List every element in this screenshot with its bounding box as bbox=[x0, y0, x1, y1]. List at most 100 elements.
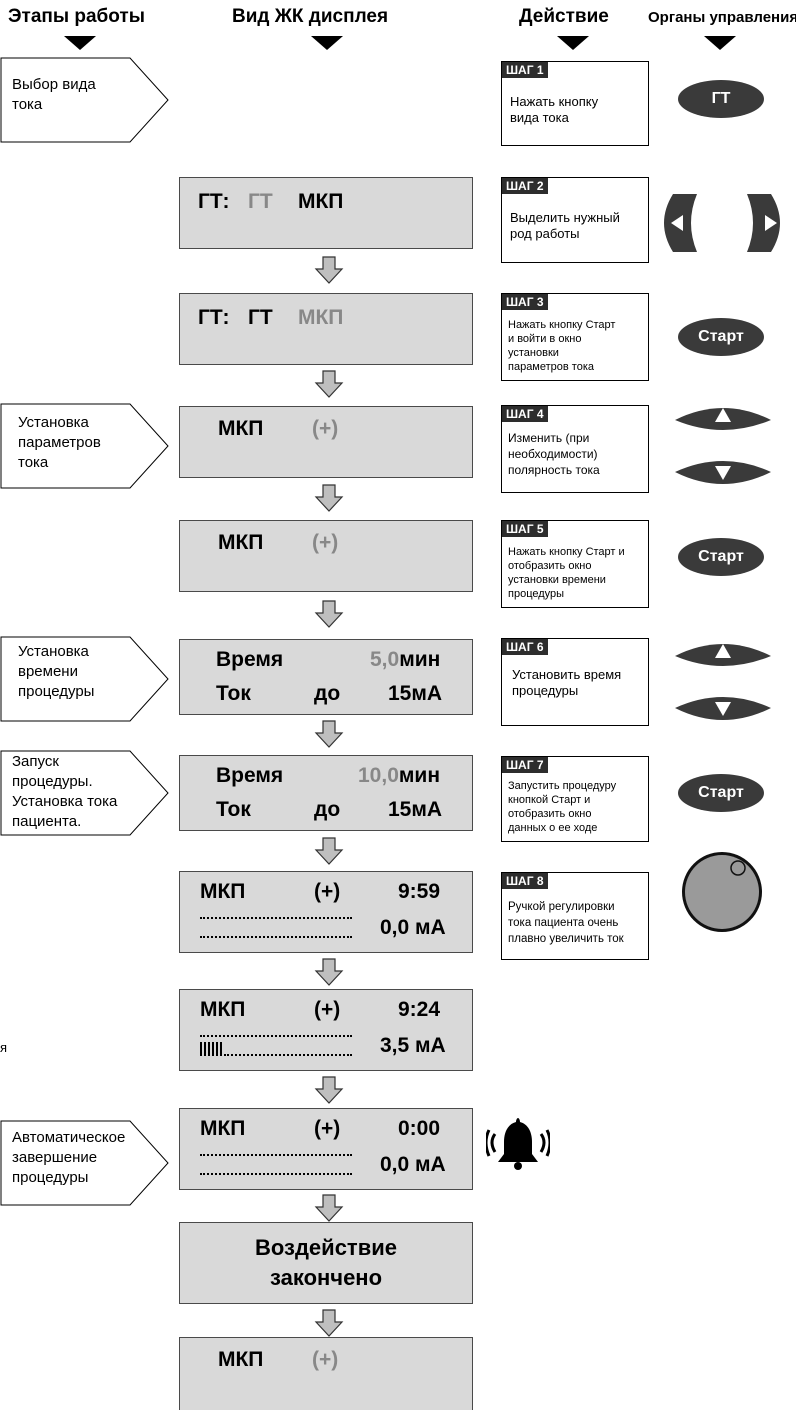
lcd-option-mkp: МКП bbox=[298, 190, 344, 213]
flow-down-arrow bbox=[314, 256, 344, 289]
right-arrow-icon[interactable] bbox=[747, 194, 780, 252]
header-lcd-marker bbox=[311, 36, 343, 50]
lcd-timer: 9:59 bbox=[398, 880, 441, 903]
step-label: ШАГ 4 bbox=[502, 406, 548, 422]
flow-down-arrow bbox=[314, 837, 344, 870]
lcd-bar-rest bbox=[224, 1054, 352, 1056]
flow-down-arrow bbox=[314, 1076, 344, 1109]
lcd-polarity-value: (+) bbox=[312, 1348, 339, 1371]
flow-down-arrow bbox=[314, 370, 344, 403]
lcd-bar-fill bbox=[200, 1042, 224, 1056]
lcd-current-label: Ток bbox=[216, 682, 251, 705]
lcd-time-value: 10,0 bbox=[358, 764, 399, 787]
lcd-mode: МКП bbox=[200, 998, 246, 1021]
lcd-polarity-value: (+) bbox=[314, 1117, 341, 1140]
step-label: ШАГ 1 bbox=[502, 62, 548, 78]
lcd-label: ГТ: bbox=[198, 306, 230, 329]
lcd-bar-empty bbox=[200, 1173, 352, 1175]
lcd-timer: 0:00 bbox=[398, 1117, 441, 1140]
header-action-marker bbox=[557, 36, 589, 50]
lcd-session-running: МКП (+) 9:24 3,5 мА bbox=[179, 989, 473, 1071]
flow-down-arrow bbox=[314, 720, 344, 753]
step-label: ШАГ 2 bbox=[502, 178, 548, 194]
lcd-polarity-value: (+) bbox=[312, 417, 339, 440]
lcd-current-value: 3,5 мА bbox=[380, 1034, 446, 1057]
start-button[interactable]: Старт bbox=[678, 774, 764, 812]
lcd-option-gt: ГТ bbox=[248, 190, 273, 213]
stray-mark: я bbox=[0, 1040, 8, 1055]
knob-icon[interactable] bbox=[680, 850, 764, 934]
up-down-buttons bbox=[675, 408, 771, 484]
lcd-mode: МКП bbox=[218, 1348, 264, 1371]
lcd-select-type-mkp: ГТ: ГТ МКП bbox=[179, 293, 473, 365]
lcd-finished-line1: Воздействие bbox=[255, 1235, 397, 1260]
header-controls: Органы управления bbox=[648, 9, 796, 26]
lcd-upto-label: до bbox=[314, 798, 341, 821]
up-arrow-icon[interactable] bbox=[675, 408, 771, 430]
lcd-current-limit: 15мА bbox=[388, 682, 443, 705]
lcd-return: МКП (+) bbox=[179, 1337, 473, 1410]
lcd-time-unit: мин bbox=[398, 764, 441, 787]
lcd-time-setup: Время 5,0мин Ток до 15мА bbox=[179, 639, 473, 715]
lcd-time-label: Время bbox=[216, 764, 284, 787]
lcd-bar-empty bbox=[200, 936, 352, 938]
lcd-polarity-value: (+) bbox=[312, 531, 339, 554]
bell-icon bbox=[486, 1118, 550, 1170]
lcd-bar-empty bbox=[200, 917, 352, 919]
start-button[interactable]: Старт bbox=[678, 318, 764, 356]
left-arrow-icon[interactable] bbox=[664, 194, 697, 252]
lcd-time-running: Время 10,0мин Ток до 15мА bbox=[179, 755, 473, 831]
left-right-buttons bbox=[664, 194, 780, 252]
lcd-current-limit: 15мА bbox=[388, 798, 443, 821]
lcd-polarity: МКП (+) bbox=[179, 406, 473, 478]
start-button[interactable]: Старт bbox=[678, 538, 764, 576]
lcd-bar-empty bbox=[200, 1154, 352, 1156]
flow-down-arrow bbox=[314, 1194, 344, 1227]
up-arrow-icon[interactable] bbox=[675, 644, 771, 666]
step-label: ШАГ 5 bbox=[502, 521, 548, 537]
lcd-mode: МКП bbox=[218, 531, 264, 554]
header-stages: Этапы работы bbox=[8, 6, 145, 27]
lcd-mode: МКП bbox=[218, 417, 264, 440]
down-arrow-icon[interactable] bbox=[675, 697, 771, 720]
flow-down-arrow bbox=[314, 484, 344, 517]
lcd-current-value: 0,0 мА bbox=[380, 1153, 446, 1176]
lcd-polarity-value: (+) bbox=[314, 880, 341, 903]
lcd-polarity-confirm: МКП (+) bbox=[179, 520, 473, 592]
lcd-current-label: Ток bbox=[216, 798, 251, 821]
down-arrow-icon[interactable] bbox=[675, 461, 771, 484]
flow-down-arrow bbox=[314, 958, 344, 991]
lcd-time-label: Время bbox=[216, 648, 284, 671]
header-action: Действие bbox=[519, 6, 609, 27]
header-stages-marker bbox=[64, 36, 96, 50]
lcd-session-end: МКП (+) 0:00 0,0 мА bbox=[179, 1108, 473, 1190]
lcd-time-unit: мин bbox=[399, 648, 441, 671]
lcd-finished: Воздействие закончено bbox=[179, 1222, 473, 1304]
lcd-label: ГТ: bbox=[198, 190, 230, 213]
flow-down-arrow bbox=[314, 600, 344, 633]
header-lcd: Вид ЖК дисплея bbox=[232, 6, 389, 27]
lcd-option-gt: ГТ bbox=[248, 306, 273, 329]
lcd-option-mkp: МКП bbox=[298, 306, 344, 329]
lcd-upto-label: до bbox=[314, 682, 341, 705]
lcd-mode: МКП bbox=[200, 880, 246, 903]
header-controls-marker bbox=[704, 36, 736, 50]
flow-down-arrow bbox=[314, 1309, 344, 1342]
lcd-select-type: ГТ: ГТ МКП bbox=[179, 177, 473, 249]
step-label: ШАГ 8 bbox=[502, 873, 548, 889]
lcd-finished-line2: закончено bbox=[269, 1265, 383, 1290]
lcd-current-value: 0,0 мА bbox=[380, 916, 446, 939]
gt-button[interactable]: ГТ bbox=[678, 80, 764, 118]
step-label: ШАГ 6 bbox=[502, 639, 548, 655]
